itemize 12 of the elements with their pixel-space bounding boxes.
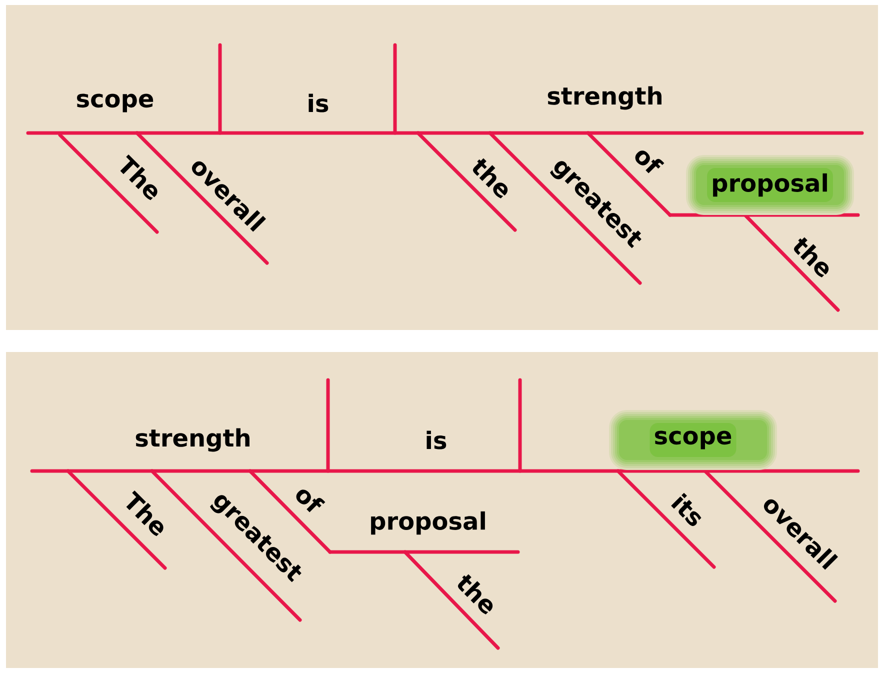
word-label: strength	[136, 428, 250, 452]
word-label: strength	[548, 86, 662, 110]
highlighted-word: scope	[609, 410, 777, 470]
word-label: scope	[77, 94, 154, 112]
word-label: is	[426, 430, 446, 450]
word-label: the	[458, 574, 493, 614]
word-label: its	[671, 492, 702, 526]
word-label: proposal	[371, 511, 485, 535]
word-label: is	[308, 94, 328, 112]
highlighted-word: proposal	[686, 155, 854, 215]
word-label: the	[472, 158, 508, 198]
word-label: the	[794, 237, 829, 278]
